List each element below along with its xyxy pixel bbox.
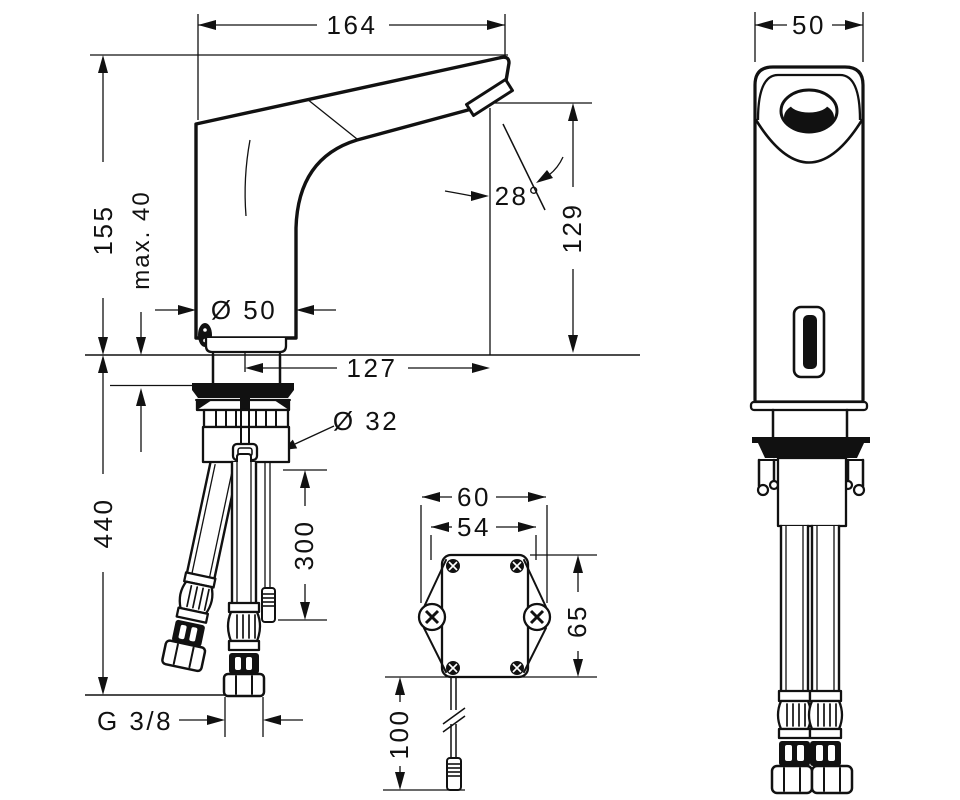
front-view-mounting xyxy=(749,400,870,528)
dim-thread-label: G 3/8 xyxy=(97,706,173,736)
control-box-cable xyxy=(442,677,466,791)
sensor-window xyxy=(792,305,826,379)
base-plate xyxy=(204,336,288,354)
dim-spout-projection-label: 164 xyxy=(327,10,378,40)
spout-opening xyxy=(779,88,839,134)
spout-outlet xyxy=(465,78,514,117)
side-view-hoses xyxy=(161,460,276,698)
front-view xyxy=(749,12,870,795)
g38-hex-nut xyxy=(222,672,266,698)
dim-front-width-label: 50 xyxy=(792,10,826,40)
dim-base-diameter-label: Ø 50 xyxy=(211,295,277,325)
dimension-labels: 164 50 155 max. 40 440 Ø 50 127 129 28° … xyxy=(88,10,826,760)
dim-outlet-height-label: 129 xyxy=(557,203,587,254)
dim-below-deck-label: 440 xyxy=(88,498,118,549)
front-view-hoses xyxy=(770,524,854,795)
dim-max-thickness-label: max. 40 xyxy=(128,190,155,289)
dim-box-cable-label: 100 xyxy=(384,709,414,760)
dim-shank-diameter-label: Ø 32 xyxy=(333,406,399,436)
mounting-screw-right-icon xyxy=(522,602,552,632)
dim-box-height-label: 65 xyxy=(562,604,592,638)
dim-outlet-angle-label: 28° xyxy=(495,181,542,211)
corner-screws xyxy=(446,559,524,675)
dim-box-outer-width-label: 60 xyxy=(457,482,491,512)
control-box-view xyxy=(383,492,597,791)
side-view-mounting xyxy=(192,352,294,464)
dim-box-inner-width-label: 54 xyxy=(457,512,491,542)
mounting-screw-left-icon xyxy=(417,602,447,632)
faucet-body-outline xyxy=(194,55,511,340)
dim-hose-length-label: 300 xyxy=(289,520,319,571)
sensor-cable xyxy=(261,462,276,623)
control-box-body xyxy=(440,553,530,679)
dim-spout-reach-label: 127 xyxy=(347,353,398,383)
dim-total-height-label: 155 xyxy=(88,205,118,256)
vertical-supply-hose xyxy=(222,460,266,698)
side-view-faucet xyxy=(194,55,514,354)
side-view-dimensions xyxy=(85,14,640,737)
angled-supply-hose xyxy=(161,461,239,673)
deck-gasket xyxy=(192,383,294,398)
